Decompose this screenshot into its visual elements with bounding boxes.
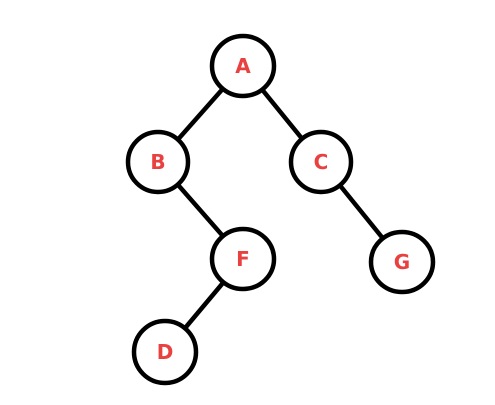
tree-node-c: C: [288, 129, 354, 195]
node-circle: [125, 129, 191, 195]
node-label: C: [314, 150, 329, 174]
node-label: A: [235, 54, 251, 78]
node-label: F: [236, 247, 250, 271]
tree-node-a: A: [209, 33, 277, 99]
tree-nodes: A B C F G D: [125, 33, 436, 386]
node-circle: [288, 129, 354, 195]
tree-node-f: F: [209, 226, 277, 292]
node-label: G: [394, 250, 410, 274]
node-circle: [209, 33, 277, 99]
node-label: D: [157, 340, 174, 364]
node-label: B: [150, 150, 165, 174]
node-circle: [368, 229, 436, 295]
tree-node-g: G: [368, 229, 436, 295]
tree-node-d: D: [131, 318, 199, 386]
tree-node-b: B: [125, 129, 191, 195]
node-circle: [209, 226, 277, 292]
tree-edges: [155, 63, 405, 355]
node-circle: [131, 318, 199, 386]
